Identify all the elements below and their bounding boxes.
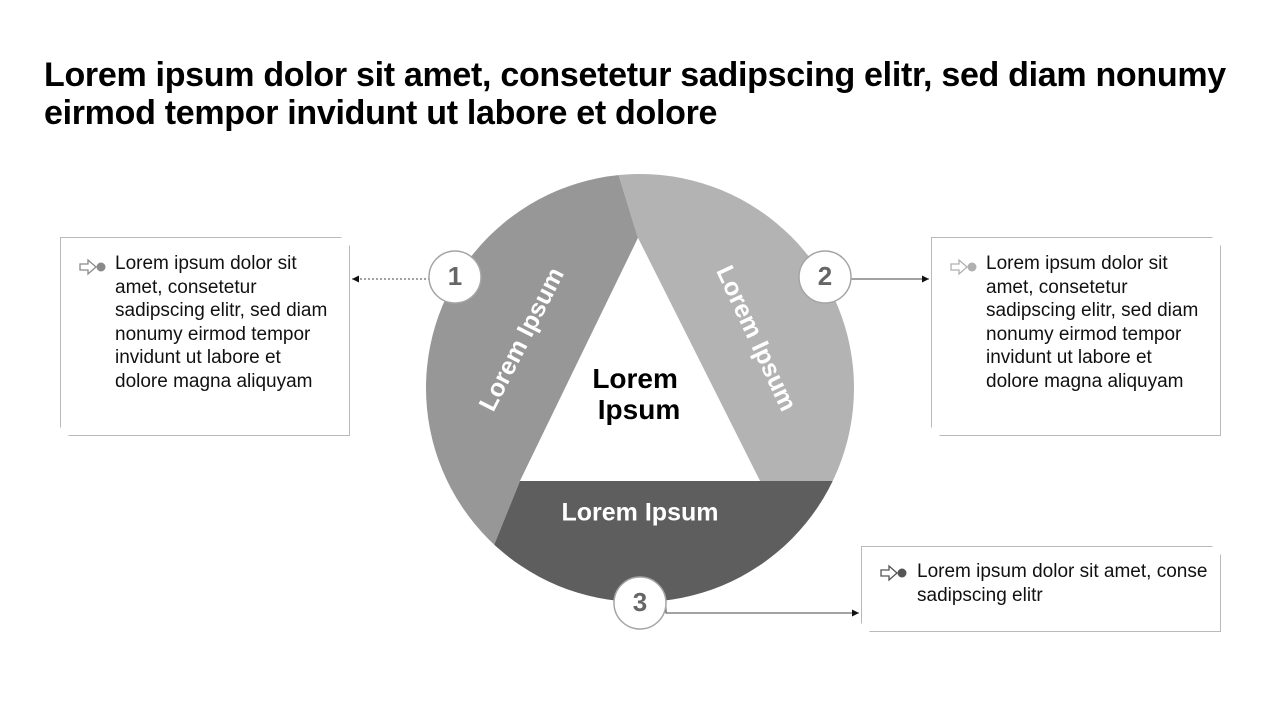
- step-number-3: 3: [633, 587, 647, 617]
- center-label-line-1: Lorem: [592, 363, 678, 394]
- center-triangle: [520, 238, 760, 481]
- card-text-3: Lorem ipsum dolor sit amet, conse sadips…: [917, 561, 1208, 606]
- arrow-right-bullet-icon: [79, 258, 109, 276]
- arrow-right-bullet-icon: [950, 258, 980, 276]
- connector-line-3: [665, 603, 859, 617]
- center-label-line-2: Ipsum: [598, 394, 680, 425]
- step-number-2: 2: [818, 261, 832, 291]
- card-text-1: Lorem ipsum dolor sit amet, consetetur s…: [115, 253, 328, 392]
- segment-label-3: Lorem Ipsum: [562, 499, 719, 527]
- card-text-2: Lorem ipsum dolor sit amet, consetetur s…: [986, 253, 1199, 392]
- text-card-1: Lorem ipsum dolor sit amet, consetetur s…: [60, 237, 350, 436]
- text-card-2: Lorem ipsum dolor sit amet, consetetur s…: [931, 237, 1221, 436]
- step-number-1: 1: [448, 261, 462, 291]
- center-label: Lorem Ipsum: [592, 363, 685, 425]
- step-badge-3: 3: [613, 576, 667, 630]
- step-badge-2: 2: [798, 250, 852, 304]
- step-badge-1: 1: [428, 250, 482, 304]
- text-card-3: Lorem ipsum dolor sit amet, conse sadips…: [861, 546, 1221, 632]
- page-title: Lorem ipsum dolor sit amet, consetetur s…: [44, 56, 1226, 132]
- arrow-right-bullet-icon: [880, 564, 910, 582]
